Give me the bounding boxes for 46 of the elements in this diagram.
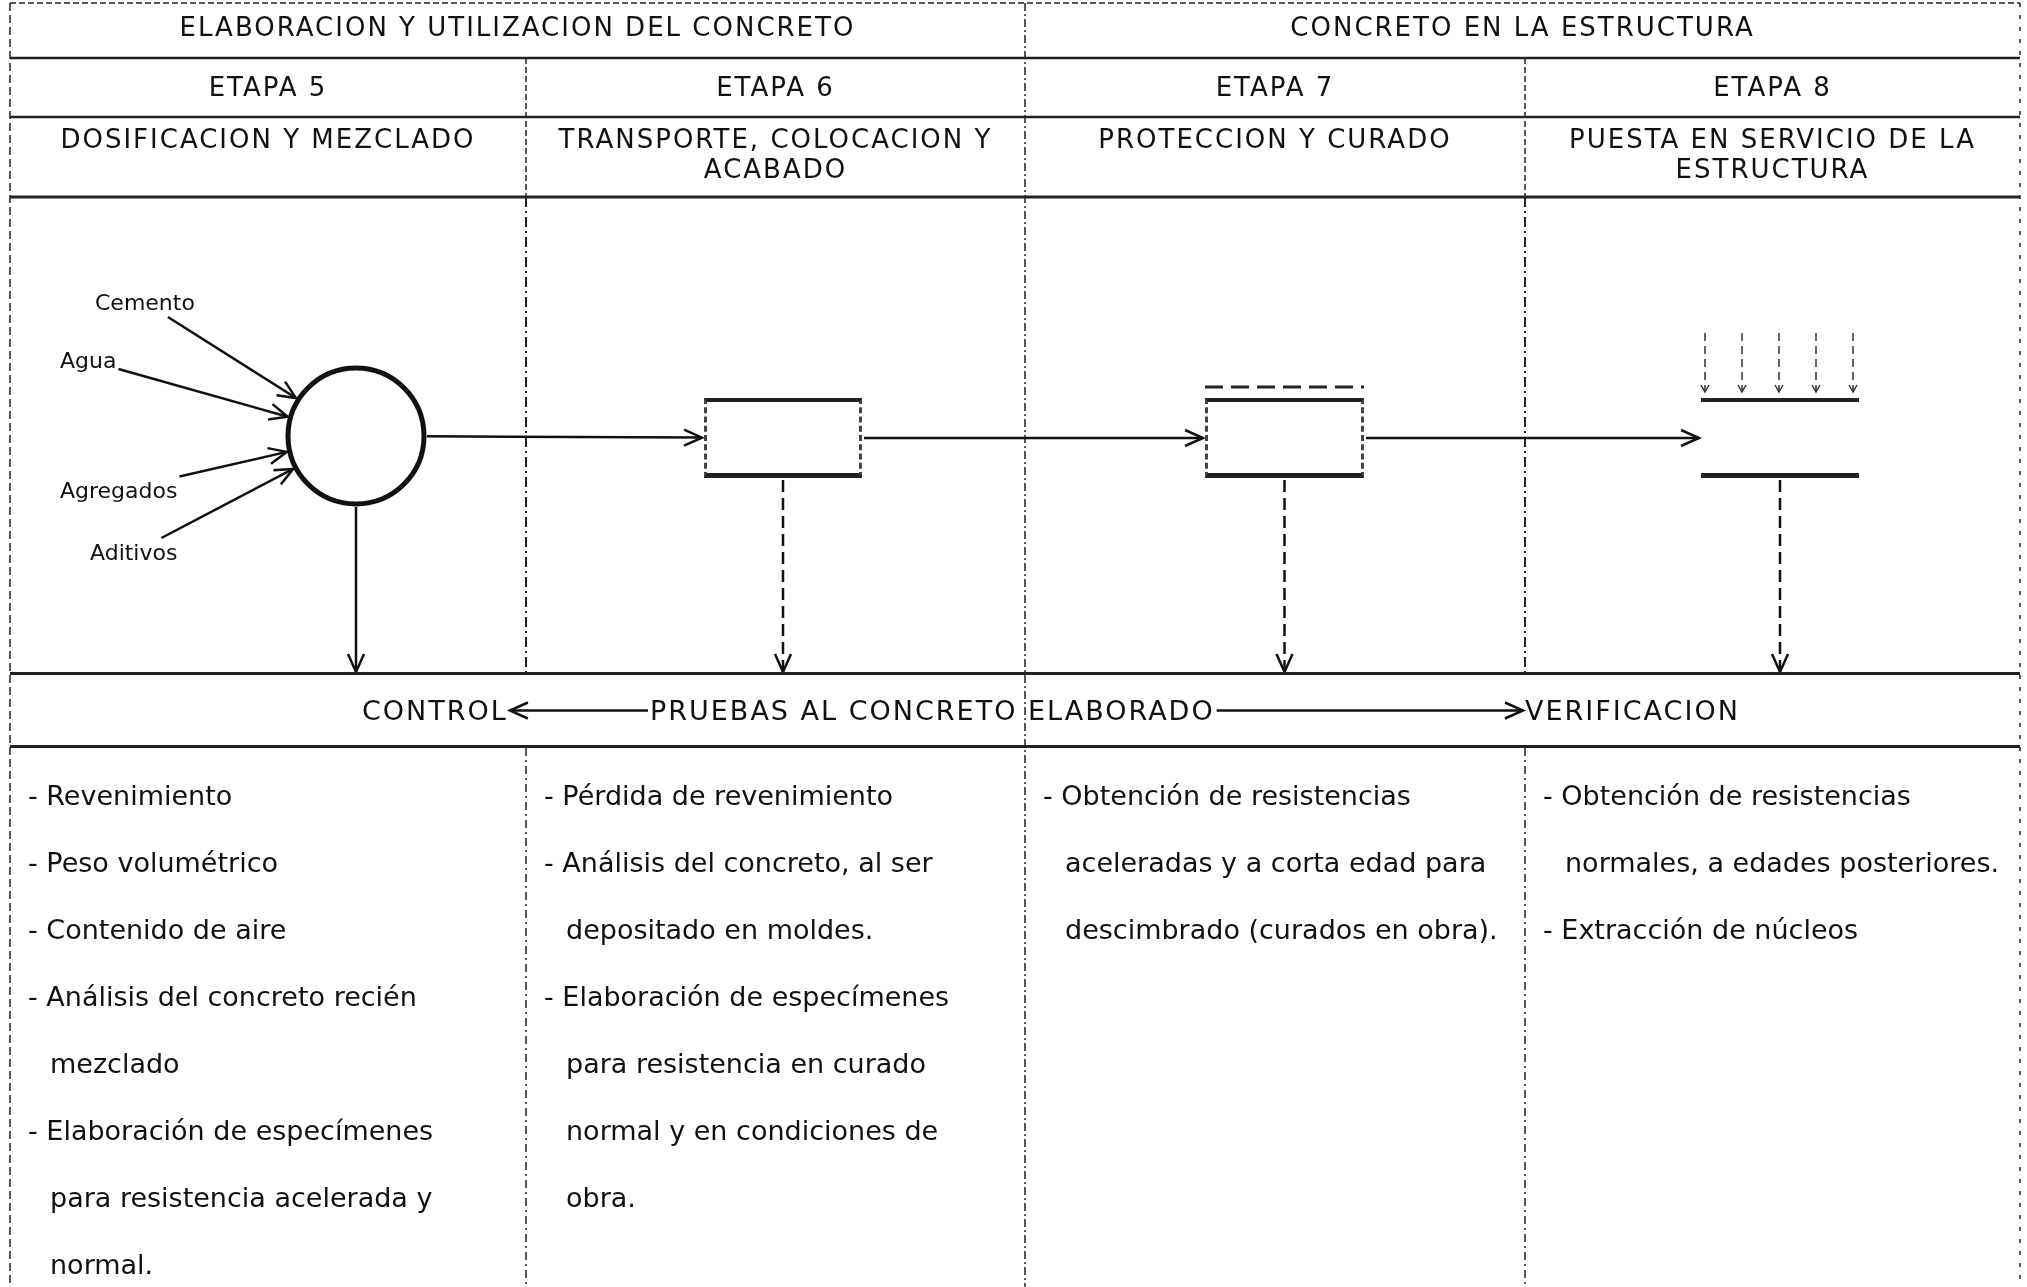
- element-box: [704, 398, 862, 478]
- arrow: [427, 428, 704, 447]
- test-item: - Extracción de núcleos: [1543, 913, 1860, 947]
- band-label: PRUEBAS AL CONCRETO ELABORADO: [650, 695, 1215, 726]
- arrow: [1216, 701, 1525, 720]
- arrow: [160, 467, 295, 540]
- material-label: Agregados: [60, 478, 178, 503]
- stage-name: PROTECCION Y CURADO: [1097, 124, 1453, 154]
- stage-name: TRANSPORTE, COLOCACION Y ACABADO: [557, 124, 994, 184]
- material-label: Cemento: [95, 290, 195, 315]
- mixer-circle: [285, 365, 427, 507]
- slab-drawing: [1701, 398, 1859, 478]
- band-label: VERIFICACION: [1525, 695, 1740, 726]
- stage-name: DOSIFICACION Y MEZCLADO: [59, 124, 477, 154]
- test-item: - Contenido de aire: [28, 913, 288, 947]
- arrow: [1366, 428, 1701, 448]
- stage-number: ETAPA 7: [1214, 72, 1336, 102]
- test-item: - Pérdida de revenimiento: [544, 779, 895, 813]
- stage-number: ETAPA 8: [1712, 72, 1833, 102]
- dashed-arrow: [773, 480, 793, 674]
- test-item: - Revenimiento: [28, 779, 234, 813]
- stage-number: ETAPA 6: [715, 72, 836, 102]
- arrow: [346, 507, 366, 674]
- arrow: [179, 446, 289, 478]
- stage-name: PUESTA EN SERVICIO DE LA ESTRUCTURA: [1568, 124, 1977, 184]
- results-band: [10, 672, 2020, 748]
- test-item: - Análisis del concreto recién mezclado: [28, 980, 418, 1081]
- test-item: - Elaboración de especímenes para resistencia acelerada y normal.: [28, 1114, 435, 1282]
- test-item: - Obtención de resistencias normales, a edades posteriores.: [1543, 779, 2001, 880]
- arrow: [167, 315, 298, 400]
- test-item: - Elaboración de especímenes para resistencia en curado normal y en condiciones de obra.: [544, 980, 951, 1215]
- dashed-arrow: [1770, 480, 1790, 674]
- arrow: [118, 367, 289, 421]
- test-item: - Análisis del concreto, al ser depositado en moldes.: [544, 846, 934, 947]
- stage-number: ETAPA 5: [207, 72, 329, 102]
- test-item: - Obtención de resistencias aceleradas y a corta edad para descimbrado (curados en obra).: [1043, 779, 1499, 947]
- element-box: [1205, 398, 1364, 478]
- band-label: CONTROL: [362, 695, 508, 726]
- material-label: Aditivos: [90, 540, 178, 565]
- section-heading: CONCRETO EN LA ESTRUCTURA: [1289, 12, 1756, 42]
- test-item: - Peso volumétrico: [28, 846, 279, 880]
- arrow: [864, 428, 1205, 448]
- section-heading: ELABORACION Y UTILIZACION DEL CONCRETO: [178, 12, 857, 42]
- material-label: Agua: [60, 348, 117, 373]
- dashed-arrow: [1275, 480, 1294, 674]
- arrow: [508, 701, 648, 720]
